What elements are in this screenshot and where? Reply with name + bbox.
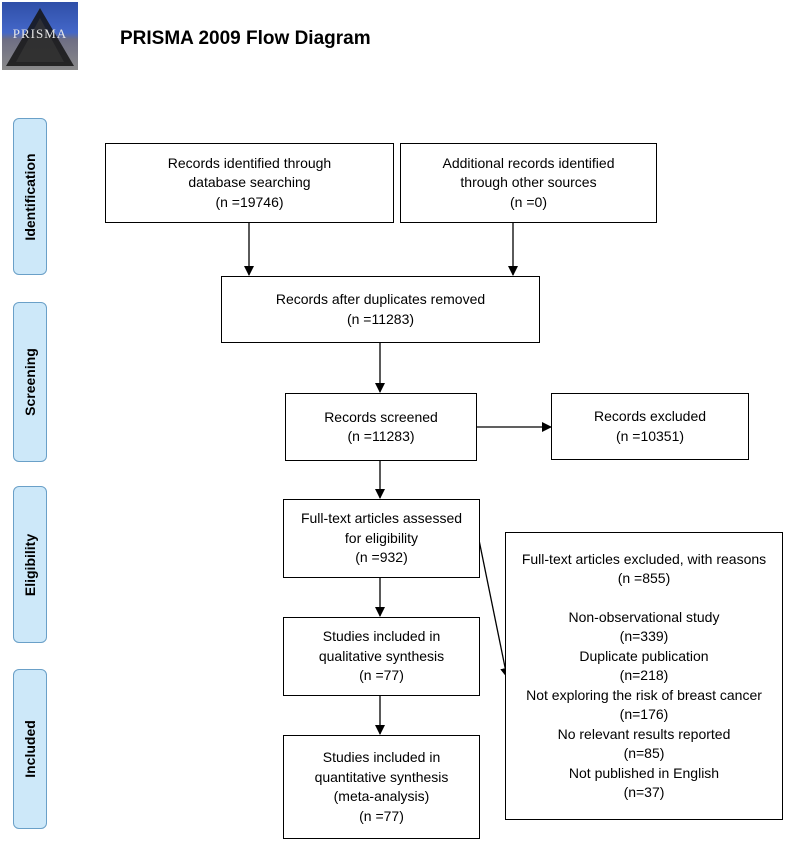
box-count: (n =19746) (215, 193, 284, 210)
box-line: Studies included in (322, 749, 441, 765)
reason-count: (n=218) (619, 667, 669, 683)
prisma-logo-triangle-icon (6, 8, 74, 66)
box-records-screened: Records screened (n =11283) (285, 393, 477, 461)
reason-count: (n=85) (623, 745, 665, 761)
box-line: Additional records identified (442, 154, 615, 171)
reason-label: Not published in English (568, 764, 720, 781)
box-records-database: Records identified through database sear… (105, 143, 394, 223)
reason-count: (n=176) (619, 706, 669, 722)
box-count: (n =932) (355, 549, 408, 566)
excluded-total: (n =855) (617, 570, 671, 586)
box-count: (n =10351) (615, 427, 685, 444)
stage-identification: Identification (13, 118, 47, 275)
reason-label: No relevant results reported (557, 725, 731, 742)
reason-label: Non-observational study (568, 608, 720, 625)
prisma-logo: PRISMA (2, 2, 78, 70)
box-records-other-sources: Additional records identified through ot… (400, 143, 657, 223)
stage-screening: Screening (13, 302, 47, 462)
box-count: (n =0) (510, 193, 547, 210)
box-line: Records excluded (593, 408, 707, 424)
box-line: (meta-analysis) (333, 788, 430, 804)
logo-text: PRISMA (12, 26, 68, 41)
box-line: Full-text articles assessed (300, 510, 463, 527)
box-line: Records screened (324, 408, 438, 425)
arrow-fulltext-to-excluded (478, 539, 511, 678)
box-count: (n =11283) (346, 310, 415, 327)
box-count: (n =77) (359, 807, 404, 824)
box-duplicates-removed: Records after duplicates removed (n =112… (221, 276, 540, 343)
reason-label: Duplicate publication (579, 647, 709, 664)
box-fulltext-excluded: Full-text articles excluded, with reason… (505, 532, 783, 820)
box-line: quantitative synthesis (314, 768, 449, 785)
box-fulltext-assessed: Full-text articles assessed for eligibil… (283, 499, 480, 578)
reason-count: (n=339) (619, 628, 669, 644)
box-line: qualitative synthesis (318, 647, 445, 664)
stage-eligibility: Eligibility (13, 486, 47, 643)
box-quantitative-synthesis: Studies included in quantitative synthes… (283, 735, 480, 839)
reason-label: Not exploring the risk of breast cancer (526, 686, 762, 703)
box-line: Studies included in (322, 628, 441, 645)
box-line: for eligibility (344, 529, 419, 546)
box-qualitative-synthesis: Studies included in qualitative synthesi… (283, 617, 480, 696)
excluded-header: Full-text articles excluded, with reason… (521, 550, 767, 567)
box-count: (n =11283) (347, 428, 415, 444)
box-line: Records identified through (167, 154, 332, 171)
box-records-excluded: Records excluded (n =10351) (551, 393, 749, 460)
box-line: database searching (188, 174, 311, 191)
reason-count: (n=37) (623, 784, 665, 800)
box-line: Records after duplicates removed (275, 291, 486, 307)
stage-included: Included (13, 669, 47, 829)
box-line: through other sources (460, 174, 597, 191)
page-title: PRISMA 2009 Flow Diagram (120, 28, 371, 49)
box-count: (n =77) (359, 667, 404, 684)
